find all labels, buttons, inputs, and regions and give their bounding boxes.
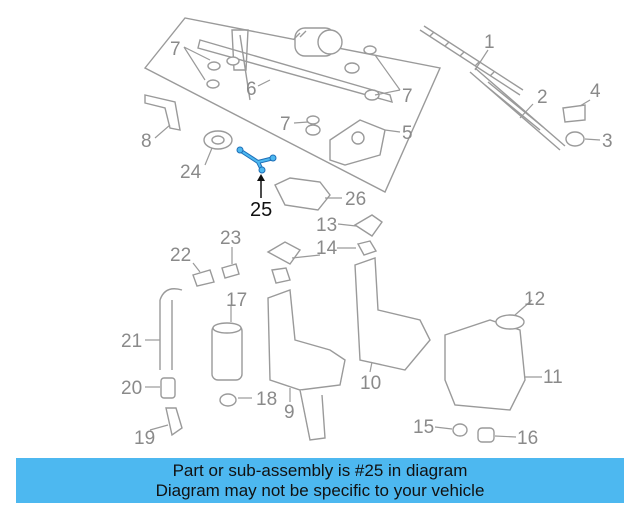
callout-21: 21: [121, 331, 142, 352]
caption-line-part-number: Part or sub-assembly is #25 in diagram: [172, 461, 468, 480]
cowl-cover: [274, 177, 331, 211]
wiper-motor: [293, 27, 343, 57]
callout-25-highlighted: 25: [250, 199, 272, 221]
bracket: [144, 94, 181, 131]
callout-7-right: 7: [402, 86, 413, 107]
callout-13: 13: [316, 215, 337, 236]
callout-16: 16: [517, 428, 538, 449]
diagram-caption-banner: Part or sub-assembly is #25 in diagram D…: [16, 458, 624, 503]
nozzle-22: [192, 269, 215, 287]
callout-15: 15: [413, 417, 434, 438]
callout-14: 14: [316, 238, 338, 259]
nozzle-23: [221, 263, 240, 279]
seal-14: [356, 240, 378, 256]
wiper-blade: [419, 25, 524, 96]
arm-cap: [565, 131, 585, 147]
callout-10: 10: [360, 373, 381, 394]
wiper-arm: [469, 67, 566, 151]
tank-cap: [495, 314, 525, 330]
highlighted-part-25: [236, 146, 277, 174]
callout-2: 2: [537, 87, 548, 108]
washer-hose: [159, 300, 173, 370]
callout-26: 26: [345, 189, 366, 210]
mounting-plate: [329, 119, 386, 166]
callout-23: 23: [220, 228, 241, 249]
callout-5: 5: [402, 123, 413, 144]
wiper-linkage-assembly: [143, 17, 441, 193]
arm-nut: [562, 104, 586, 123]
grommet-15: [452, 423, 468, 437]
callout-20: 20: [121, 378, 142, 399]
parts-diagram: 1 2 3 4 5 6 7 7 7 8 9 10 11 12 13 14 15 …: [121, 17, 613, 449]
callout-11: 11: [543, 367, 563, 388]
callout-1: 1: [484, 32, 495, 53]
callout-7-left: 7: [170, 39, 181, 60]
hose-connector: [160, 377, 176, 399]
callout-17: 17: [226, 290, 247, 311]
callout-4: 4: [590, 81, 601, 102]
callout-8: 8: [141, 131, 152, 152]
reservoir-upper: [354, 257, 431, 371]
callout-22: 22: [170, 245, 191, 266]
callout-3: 3: [602, 131, 613, 152]
callout-9: 9: [284, 402, 295, 423]
pump-seal: [219, 393, 237, 407]
callout-12: 12: [524, 289, 545, 310]
callout-18: 18: [256, 389, 277, 410]
hose-elbow: [165, 407, 183, 437]
washer-tank: [444, 319, 526, 411]
callout-19: 19: [134, 428, 155, 449]
reservoir-lower: [267, 289, 346, 391]
callout-7-center: 7: [280, 114, 291, 135]
leader-lines: [145, 46, 601, 438]
grommet-16: [477, 427, 495, 443]
callout-6: 6: [246, 79, 257, 100]
callout-24: 24: [180, 162, 202, 183]
caption-line-disclaimer: Diagram may not be specific to your vehi…: [155, 481, 485, 500]
seal-13: [353, 214, 383, 237]
grommet: [203, 130, 233, 150]
